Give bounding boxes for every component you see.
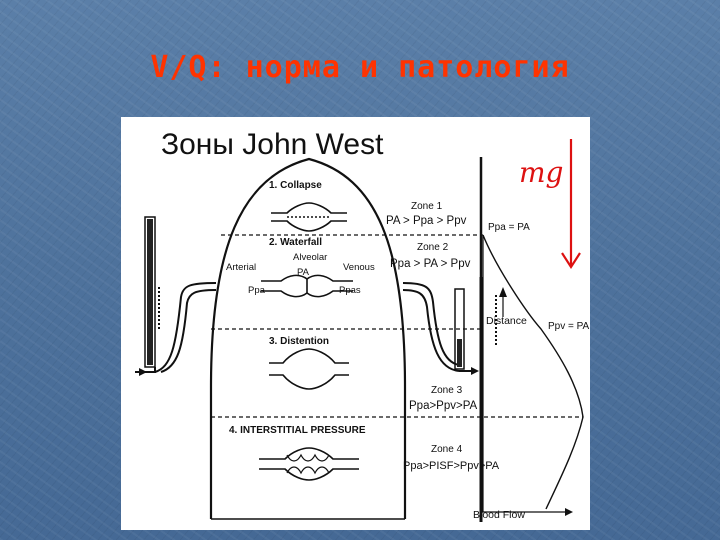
zone3-title: 3. Distention — [269, 336, 329, 347]
distance-label: Distance — [486, 315, 527, 327]
venous-label: Venous — [343, 262, 375, 273]
zone1-relation: PA > Ppa > Ppv — [386, 215, 467, 227]
zone4-title: 4. INTERSTITIAL PRESSURE — [229, 425, 366, 436]
west-zones-figure: Зоны John West 1. Collapse 2. Wa — [121, 117, 590, 530]
zone4-vessel — [259, 447, 359, 481]
ppa-label: Ppa — [248, 285, 266, 296]
blood-flow-label: Blood Flow — [473, 509, 525, 521]
zone2-label: Zone 2 — [417, 242, 449, 253]
zone1-title: 1. Collapse — [269, 180, 322, 191]
zone2-relation: Ppa > PA > Ppv — [390, 258, 471, 270]
zone3-relation: Ppa>Ppv>PA — [409, 400, 478, 412]
alveolar-label: Alveolar — [293, 252, 327, 263]
blood-flow-curve — [482, 234, 584, 510]
gravity-arrow — [561, 139, 581, 270]
pa-label: PA — [297, 267, 310, 278]
ppa-eq-pa-label: Ppa = PA — [488, 222, 530, 233]
zone4-label: Zone 4 — [431, 444, 463, 455]
zone1-label: Zone 1 — [411, 201, 443, 212]
zone2-title: 2. Waterfall — [269, 237, 322, 248]
arterial-manometer — [135, 216, 217, 376]
arterial-label: Arterial — [226, 262, 256, 273]
figure-heading: Зоны John West — [161, 128, 384, 161]
zone1-vessel — [271, 202, 347, 232]
zone3-label: Zone 3 — [431, 385, 463, 396]
mg-label: mg — [519, 156, 563, 189]
blood-flow-graph — [479, 157, 584, 516]
zone2-vessel — [261, 274, 353, 298]
zone3-vessel — [269, 348, 349, 390]
lung-outline — [209, 157, 407, 519]
zone4-relation: Ppa>PISF>Ppv>PA — [403, 460, 500, 472]
slide-title: V/Q: норма и патология — [150, 50, 570, 85]
ppv-eq-pa-label: Ppv = PA — [548, 321, 590, 332]
